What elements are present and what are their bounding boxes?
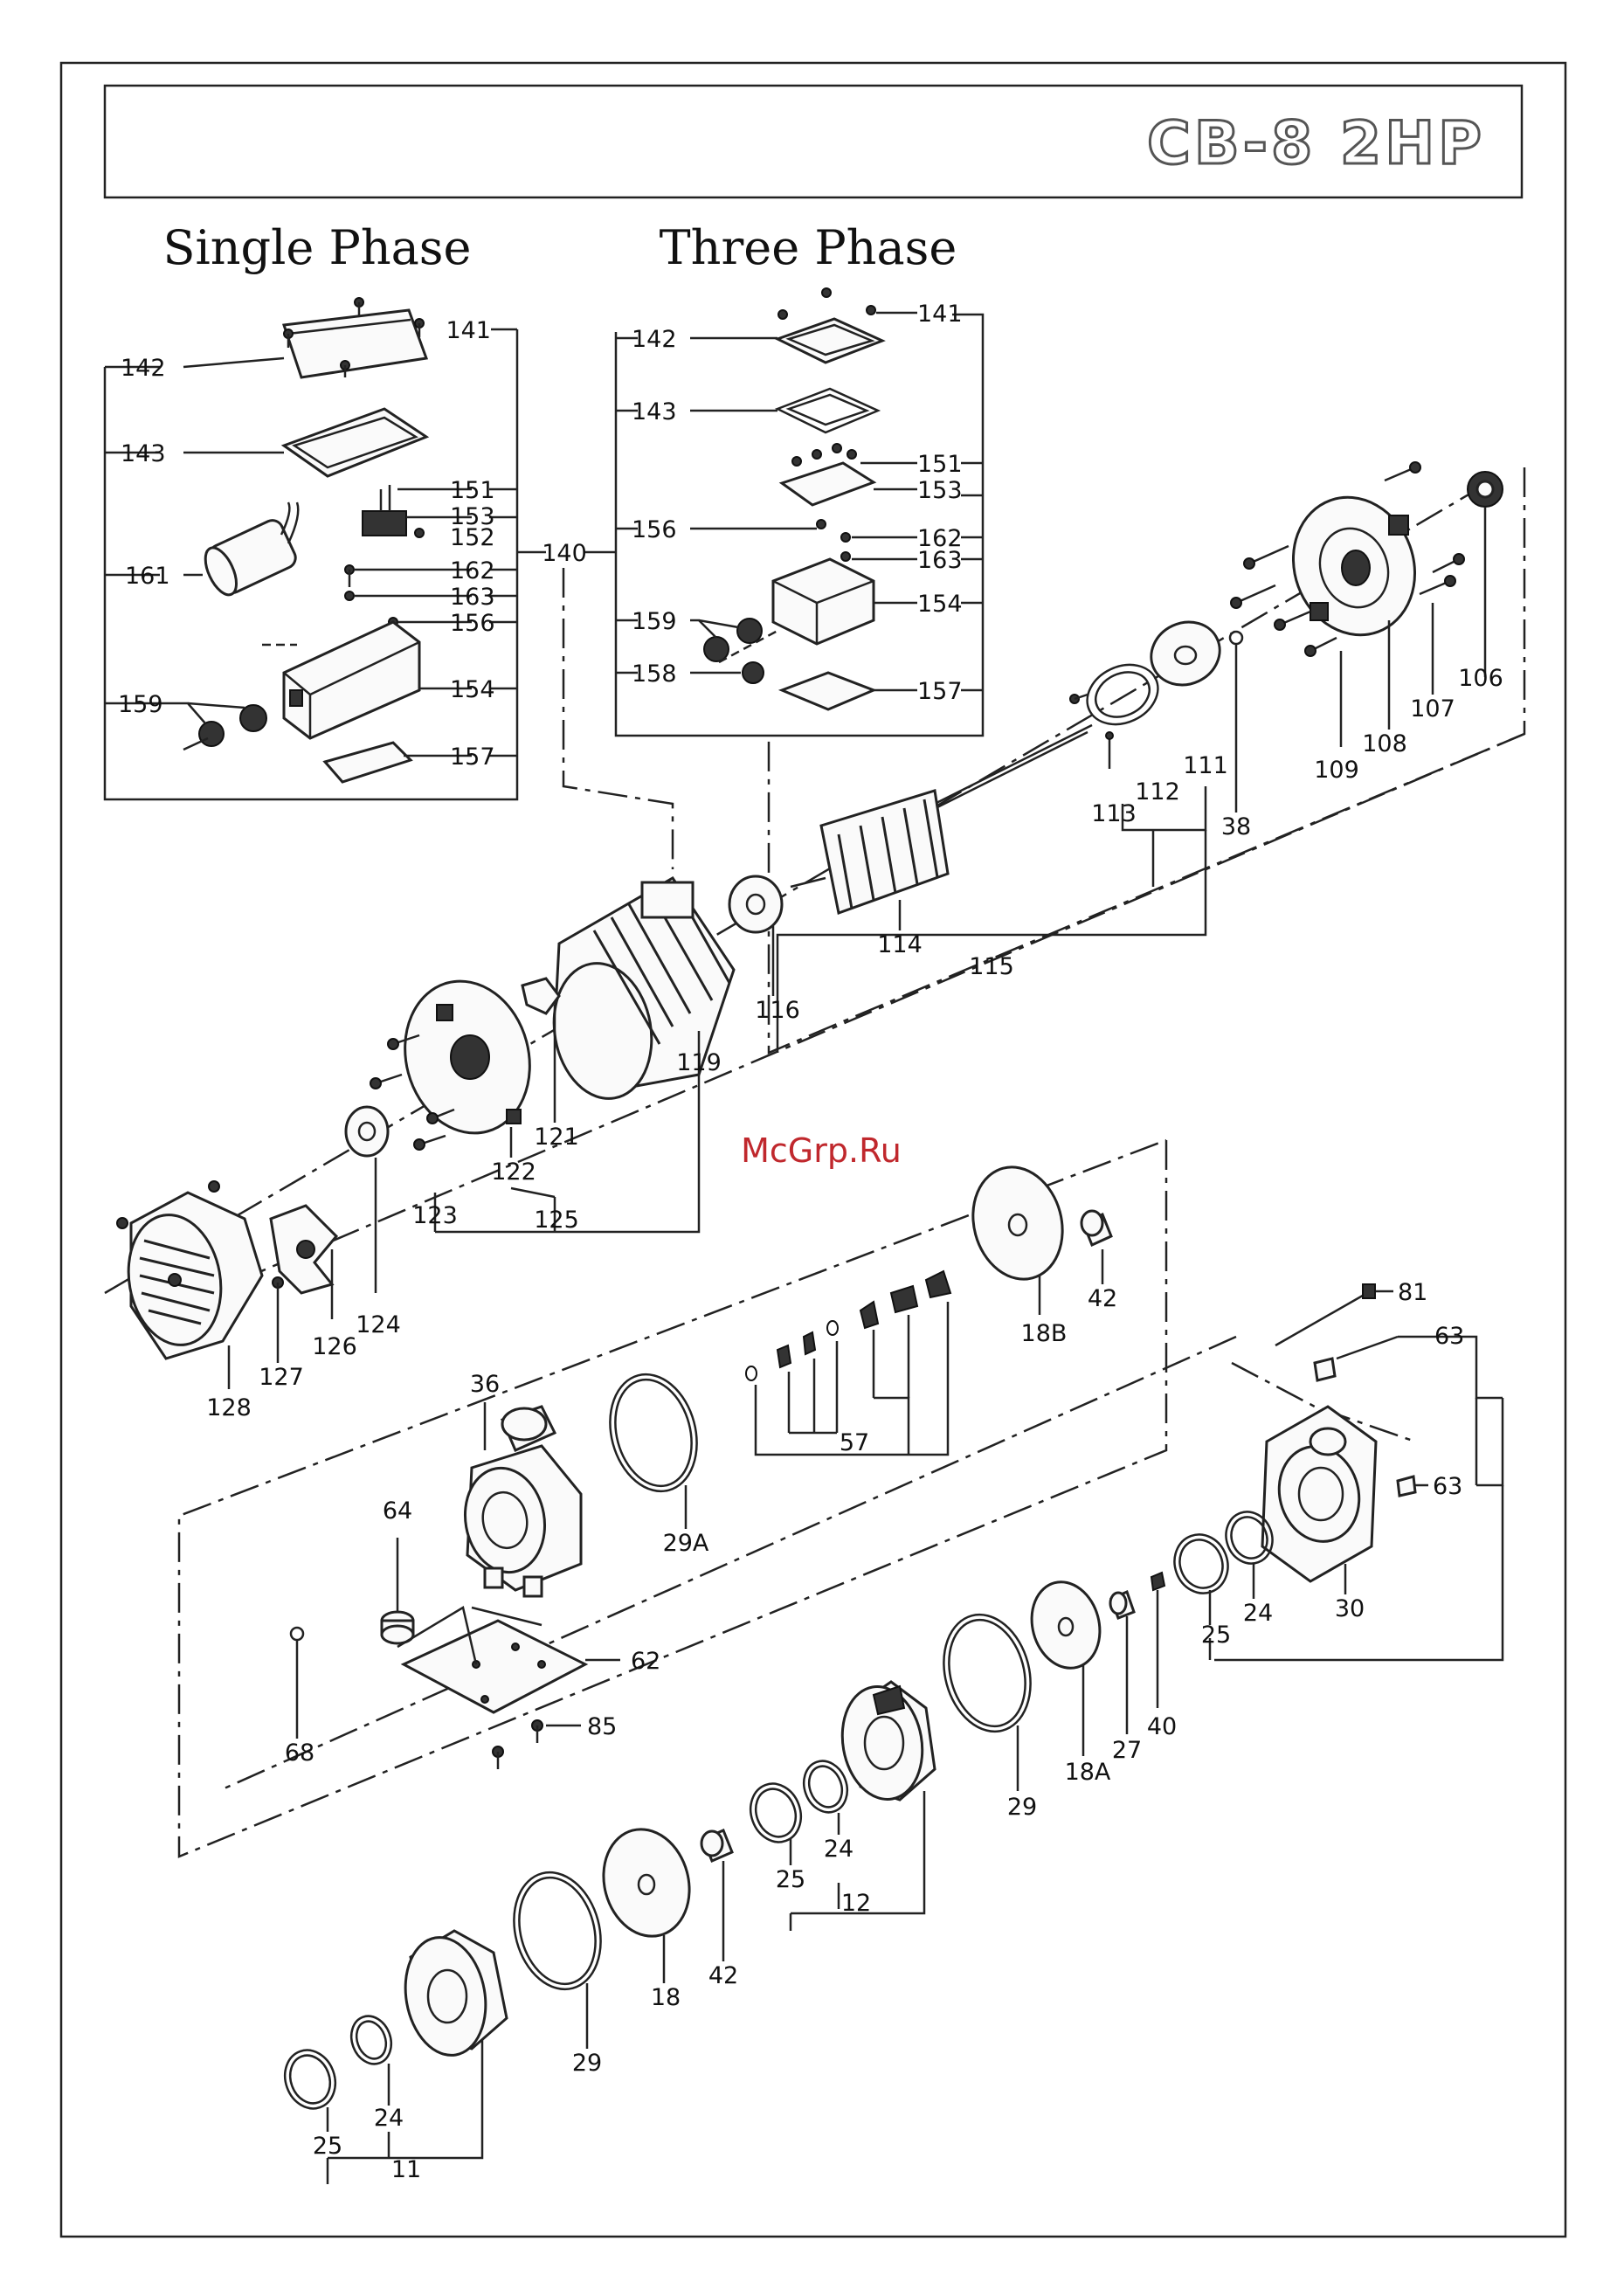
part-label-142: 142 [121,355,166,382]
part-label-38: 38 [1221,813,1251,840]
part-label-42-lower: 42 [708,1962,738,1989]
part-label-153: 153 [450,503,495,530]
part-label-161: 161 [125,563,170,590]
part-label-141: 141 [917,301,963,328]
front-end-bell [404,979,531,1135]
part-label-18b: 18B [1021,1320,1068,1347]
part-label-18a: 18A [1065,1759,1111,1786]
part-label-126: 126 [312,1333,357,1360]
part-label-154: 154 [450,676,495,703]
part-label-113: 113 [1091,800,1137,827]
part-label-116: 116 [755,997,800,1024]
part-label-153: 153 [917,477,963,504]
cooling-fan [269,1204,339,1295]
part-label-12: 12 [841,1890,871,1917]
part-label-24: 24 [1243,1600,1273,1627]
part-label-154: 154 [917,591,963,618]
part-label-42: 42 [1088,1285,1117,1312]
part-label-112: 112 [1135,778,1180,806]
part-label-115: 115 [969,953,1014,980]
part-label-68: 68 [285,1739,314,1767]
part-label-30: 30 [1335,1595,1365,1622]
part-label-141: 141 [446,317,491,344]
part-label-24-stage12: 24 [824,1836,853,1863]
page-frame [59,61,1567,2238]
single-phase-heading: Single Phase [163,220,472,275]
end-bell [1291,495,1417,637]
part-label-106: 106 [1458,665,1503,692]
part-label-29a: 29A [663,1530,709,1557]
part-label-62: 62 [631,1648,660,1675]
part-label-27: 27 [1112,1737,1142,1764]
part-label-24-stage11: 24 [374,2105,404,2132]
part-label-128: 128 [206,1394,252,1421]
single-phase-box: 141 142 143 151 153 152 161 162 163 156 … [103,297,519,801]
part-label-151: 151 [917,451,963,478]
part-label-11: 11 [391,2156,421,2183]
stage-bowl-upper [840,1680,936,1802]
part-label-125: 125 [534,1207,579,1234]
part-label-36: 36 [470,1371,500,1398]
part-label-114: 114 [877,931,923,958]
part-label-142: 142 [632,326,677,353]
part-label-29-lower: 29 [572,2050,602,2077]
part-label-159: 159 [632,608,677,635]
part-label-157: 157 [917,678,963,705]
motor-assembly [104,461,1526,1389]
part-label-29: 29 [1007,1794,1037,1821]
part-label-25: 25 [1201,1622,1231,1649]
fan-cover [127,1191,264,1360]
part-label-143: 143 [121,440,166,467]
watermark: McGrp.Ru [741,1131,902,1170]
part-label-163: 163 [917,547,963,574]
part-label-122: 122 [491,1158,536,1186]
part-label-108: 108 [1362,730,1407,757]
inlet-casing [1261,1405,1378,1583]
part-label-158: 158 [632,660,677,688]
part-label-25-stage11: 25 [313,2133,342,2160]
part-label-40: 40 [1147,1713,1177,1740]
part-label-152: 152 [450,524,495,551]
three-phase-heading: Three Phase [660,220,957,275]
part-label-162: 162 [450,557,495,584]
part-label-107: 107 [1410,695,1455,723]
part-label-156: 156 [450,610,495,637]
part-label-119: 119 [676,1049,722,1076]
model-title: CB-8 2HP [1147,109,1485,178]
stage-bowl-lower [404,1929,508,2057]
part-label-143: 143 [632,398,677,425]
part-label-151: 151 [450,477,495,504]
pump-body [463,1405,583,1598]
part-label-63-lower: 63 [1433,1473,1462,1500]
part-label-156: 156 [632,516,677,543]
part-label-159: 159 [118,691,163,718]
part-label-140: 140 [542,540,587,567]
part-label-111: 111 [1183,752,1228,779]
stator-housing [552,875,736,1100]
part-label-64: 64 [383,1497,412,1525]
part-label-85: 85 [587,1713,617,1740]
pump-assembly [177,1138,1504,2184]
part-label-18: 18 [651,1984,681,2011]
part-label-25-stage12: 25 [776,1866,805,1893]
part-label-109: 109 [1314,757,1359,784]
title-box [103,84,1524,199]
part-label-124: 124 [356,1311,401,1338]
part-label-157: 157 [450,743,495,771]
part-label-163: 163 [450,584,495,611]
part-label-121: 121 [534,1124,579,1151]
part-label-57: 57 [840,1429,869,1456]
three-phase-box: 141 142 143 151 153 156 162 163 154 159 … [614,287,985,737]
part-label-81: 81 [1398,1279,1427,1306]
part-label-63: 63 [1434,1323,1464,1350]
part-label-162: 162 [917,525,963,552]
rotor [790,723,1093,916]
part-label-123: 123 [412,1202,458,1229]
part-label-127: 127 [259,1364,304,1391]
